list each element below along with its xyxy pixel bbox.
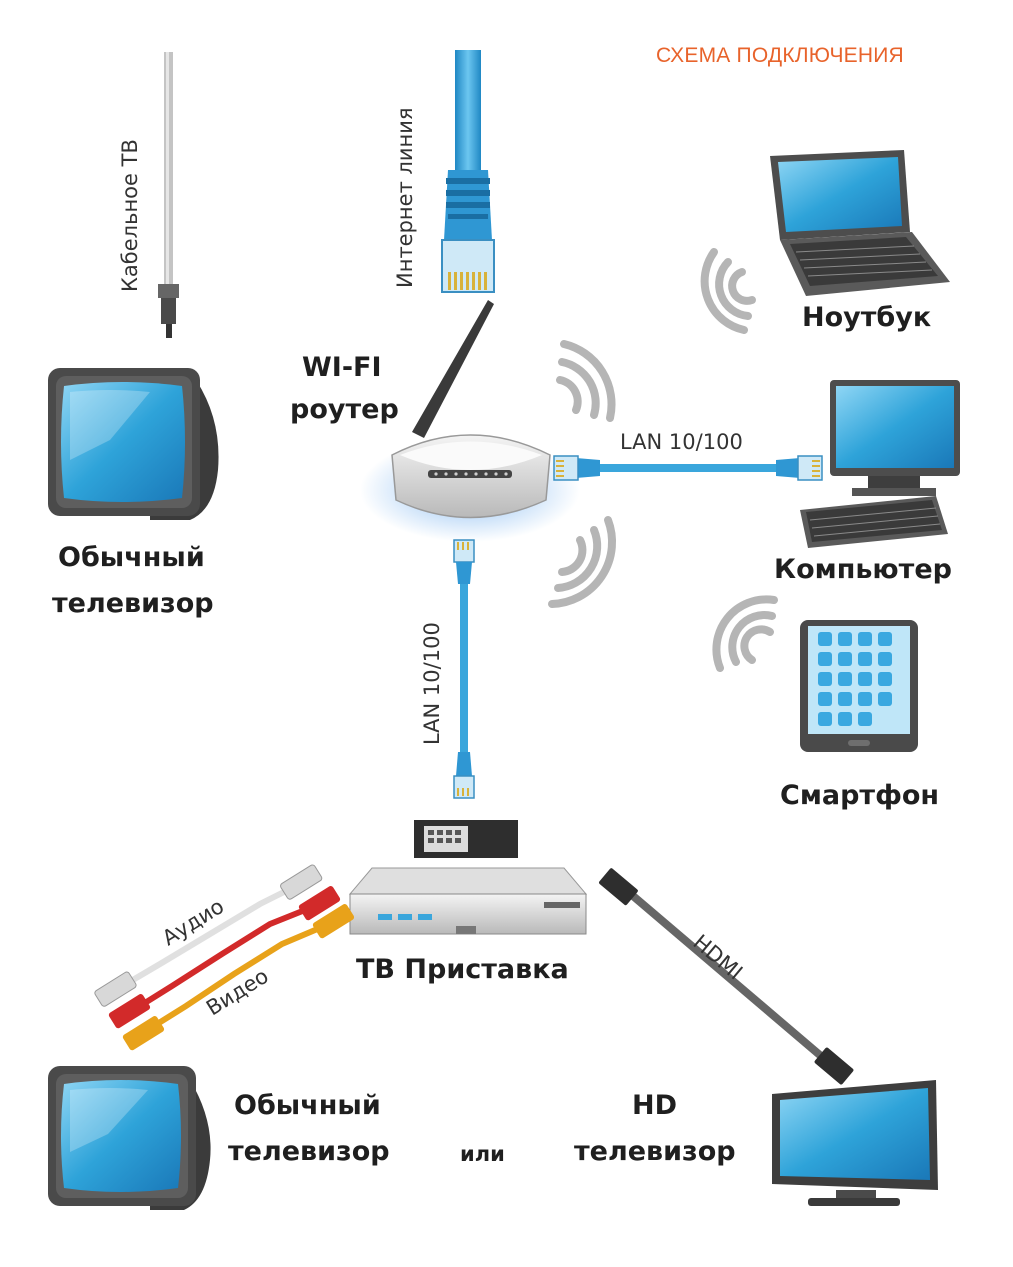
or-label: или [460, 1142, 505, 1166]
crt-tv-icon [48, 1066, 211, 1210]
computer-label: Компьютер [774, 554, 952, 585]
ethernet-plug-icon [441, 50, 495, 293]
tv-bottom-left-label-line2: телевизор [228, 1136, 390, 1167]
tv-bottom-left-label-line1: Обычный [234, 1090, 381, 1121]
flat-tv-icon [772, 1080, 938, 1206]
settop-box-label: ТВ Приставка [356, 954, 569, 985]
internet-line-label: Интернет линия [393, 107, 417, 288]
router-label-line1: WI-FI [302, 352, 382, 383]
lan-horizontal-label: LAN 10/100 [620, 430, 743, 454]
wifi-waves-icon [548, 516, 616, 608]
rca-cable-icon [94, 864, 355, 1051]
page-title: СХЕМА ПОДКЛЮЧЕНИЯ [656, 44, 904, 67]
router-label-line2: роутер [290, 394, 399, 425]
wifi-waves-icon [712, 595, 778, 672]
laptop-label: Ноутбук [802, 302, 932, 333]
hdmi-cable-icon [599, 868, 854, 1085]
lan-cable-vertical [453, 539, 475, 799]
desktop-computer-icon [800, 380, 960, 548]
tv-top-label-line1: Обычный [58, 542, 205, 573]
settop-box-icon [348, 820, 588, 935]
smartphone-label: Смартфон [780, 780, 940, 811]
hd-tv-label-line1: HD [632, 1090, 678, 1121]
lan-vertical-label: LAN 10/100 [420, 622, 444, 745]
laptop-icon [770, 150, 950, 296]
wifi-waves-icon [700, 248, 756, 334]
cable-tv-label: Кабельное ТВ [118, 139, 142, 292]
smartphone-icon [800, 620, 918, 752]
crt-tv-icon [48, 368, 219, 520]
hd-tv-label-line2: телевизор [574, 1136, 736, 1167]
router-icon [360, 300, 580, 542]
tv-top-label-line2: телевизор [52, 588, 214, 619]
lan-cable-horizontal [553, 455, 823, 481]
cable-tv-connector-icon [158, 52, 179, 338]
wifi-waves-icon [556, 340, 616, 422]
